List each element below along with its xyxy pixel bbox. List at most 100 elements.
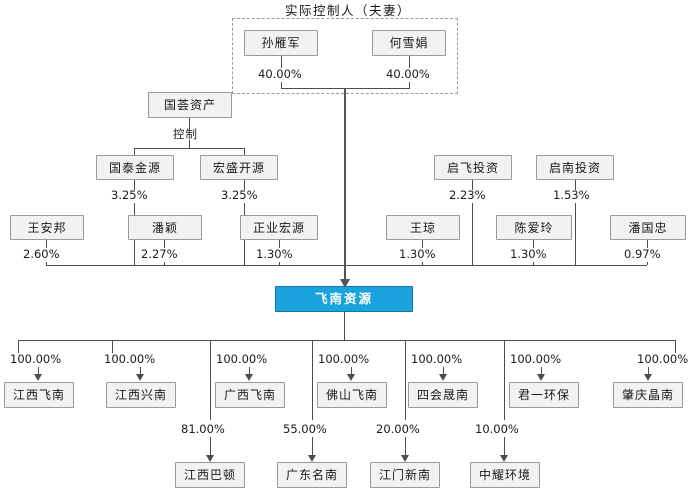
connector-subsidiary-6-stem — [648, 367, 649, 376]
arrow-subsidiary-0 — [34, 374, 42, 381]
subsidiary-node-6[interactable]: 肇庆晶南 — [613, 382, 683, 408]
platform-shareholder-pct-2: 2.23% — [449, 188, 486, 202]
connector-other-4-tail — [533, 262, 534, 265]
connector-other-5-down — [647, 240, 648, 248]
platform-shareholder-node-3[interactable]: 启南投资 — [536, 155, 614, 180]
connector-controller-1-bracket — [409, 82, 410, 88]
connector-center-down — [344, 312, 345, 340]
arrow-subsidiary-1 — [136, 374, 144, 381]
other-shareholder-pct-0: 2.60% — [23, 247, 60, 261]
center-company-node[interactable]: 飞南资源 — [275, 286, 413, 312]
connector-other-0-tail — [46, 262, 47, 265]
other-shareholder-pct-1: 2.27% — [141, 247, 178, 261]
subsidiary-pct-1: 100.00% — [104, 352, 156, 366]
platform-shareholder-pct-3: 1.53% — [553, 188, 590, 202]
controller-node-0[interactable]: 孙雁军 — [244, 30, 318, 56]
other-shareholder-node-3[interactable]: 王琼 — [386, 215, 460, 240]
connector-shareholders-collector-bar — [46, 265, 647, 266]
sub-subsidiary-pct-3: 10.00% — [475, 422, 519, 436]
subsidiary-pct-4: 100.00% — [411, 352, 463, 366]
sub-subsidiary-node-1[interactable]: 广东名南 — [277, 462, 347, 488]
connector-platform-0-down — [134, 180, 135, 190]
sub-subsidiary-pct-1: 55.00% — [283, 422, 327, 436]
connector-controller-1-down — [409, 56, 410, 68]
sub-subsidiary-pct-0: 81.00% — [181, 422, 225, 436]
connector-controller-0-bracket — [281, 82, 282, 88]
connector-platform-2-down — [472, 180, 473, 190]
connector-sub-subsidiary-2 — [405, 437, 406, 457]
connector-other-3-down — [422, 240, 423, 248]
subsidiary-pct-5: 100.00% — [510, 352, 562, 366]
other-shareholder-node-5[interactable]: 潘国忠 — [610, 215, 686, 240]
sub-subsidiary-node-3[interactable]: 中耀环境 — [470, 462, 540, 488]
connector-sub-subsidiary-1 — [312, 437, 313, 457]
subsidiary-node-2[interactable]: 广西飞南 — [215, 382, 285, 408]
connector-subsidiary-bus — [18, 340, 675, 341]
subsidiary-node-4[interactable]: 四会晟南 — [408, 382, 478, 408]
subsidiary-pct-0: 100.00% — [10, 352, 62, 366]
platform-shareholder-node-1[interactable]: 宏盛开源 — [200, 155, 278, 180]
controller-node-1[interactable]: 何雪娟 — [372, 30, 446, 56]
other-shareholder-node-0[interactable]: 王安邦 — [10, 215, 84, 240]
connector-subsidiary-4-drop — [405, 340, 406, 420]
other-shareholder-pct-3: 1.30% — [399, 247, 436, 261]
arrow-subsidiary-6 — [644, 374, 652, 381]
connector-other-1-down — [164, 240, 165, 248]
connector-other-4-down — [533, 240, 534, 248]
other-shareholder-node-1[interactable]: 潘颖 — [128, 215, 202, 240]
other-shareholder-pct-5: 0.97% — [624, 247, 661, 261]
connector-other-2-tail — [279, 262, 280, 265]
connector-platform-3-tail — [575, 203, 576, 265]
sub-subsidiary-node-2[interactable]: 江门新南 — [370, 462, 440, 488]
connector-subsidiary-2-drop — [210, 340, 211, 420]
connector-subsidiary-5-drop — [504, 340, 505, 420]
controller-pct-1: 40.00% — [386, 67, 430, 81]
holding-entity-node[interactable]: 国荟资产 — [148, 92, 232, 118]
connector-platform-2-tail — [472, 203, 473, 265]
connector-holding-down-1 — [189, 118, 190, 129]
connector-platform-1-down — [244, 180, 245, 190]
connector-subsidiary-1-stem — [140, 367, 141, 376]
arrow-subsidiary-5 — [537, 374, 545, 381]
arrow-sub-subsidiary-3 — [500, 455, 508, 462]
connector-holding-split-right — [244, 148, 245, 156]
sub-subsidiary-pct-2: 20.00% — [376, 422, 420, 436]
connector-sub-subsidiary-3 — [504, 437, 505, 457]
subsidiary-pct-3: 100.00% — [318, 352, 370, 366]
subsidiary-node-0[interactable]: 江西飞南 — [4, 382, 74, 408]
arrow-sub-subsidiary-2 — [401, 455, 409, 462]
diagram-title: 实际控制人（夫妻） — [285, 3, 412, 18]
arrow-sub-subsidiary-0 — [206, 455, 214, 462]
controller-pct-0: 40.00% — [258, 67, 302, 81]
subsidiary-node-5[interactable]: 君一环保 — [509, 382, 579, 408]
other-shareholder-pct-2: 1.30% — [256, 247, 293, 261]
other-shareholder-node-2[interactable]: 正业宏源 — [240, 215, 318, 240]
arrow-subsidiary-2 — [245, 374, 253, 381]
subsidiary-node-3[interactable]: 佛山飞南 — [317, 382, 387, 408]
connector-main-trunk — [344, 88, 346, 283]
connector-subsidiary-0-stem — [38, 367, 39, 376]
connector-other-0-down — [46, 240, 47, 248]
connector-platform-3-down — [575, 180, 576, 190]
connector-other-3-tail — [422, 262, 423, 265]
connector-other-1-tail — [164, 262, 165, 265]
platform-shareholder-node-2[interactable]: 启飞投资 — [434, 155, 512, 180]
other-shareholder-node-4[interactable]: 陈爱玲 — [496, 215, 572, 240]
platform-shareholder-node-0[interactable]: 国泰金源 — [96, 155, 174, 180]
sub-subsidiary-node-0[interactable]: 江西巴顿 — [175, 462, 245, 488]
arrow-subsidiary-3 — [347, 374, 355, 381]
connector-sub-subsidiary-0 — [210, 437, 211, 457]
connector-subsidiary-4-stem — [443, 367, 444, 376]
connector-holding-split-left — [134, 148, 135, 156]
connector-subsidiary-6-drop — [675, 340, 676, 353]
connector-other-5-tail — [647, 262, 648, 265]
connector-subsidiary-3-stem — [351, 367, 352, 376]
subsidiary-node-1[interactable]: 江西兴南 — [106, 382, 176, 408]
platform-shareholder-pct-1: 3.25% — [221, 188, 258, 202]
connector-other-2-down — [279, 240, 280, 248]
arrow-to-center-company — [340, 279, 350, 288]
connector-subsidiary-2-stem — [249, 367, 250, 376]
connector-subsidiary-3-drop — [312, 340, 313, 420]
platform-shareholder-pct-0: 3.25% — [111, 188, 148, 202]
